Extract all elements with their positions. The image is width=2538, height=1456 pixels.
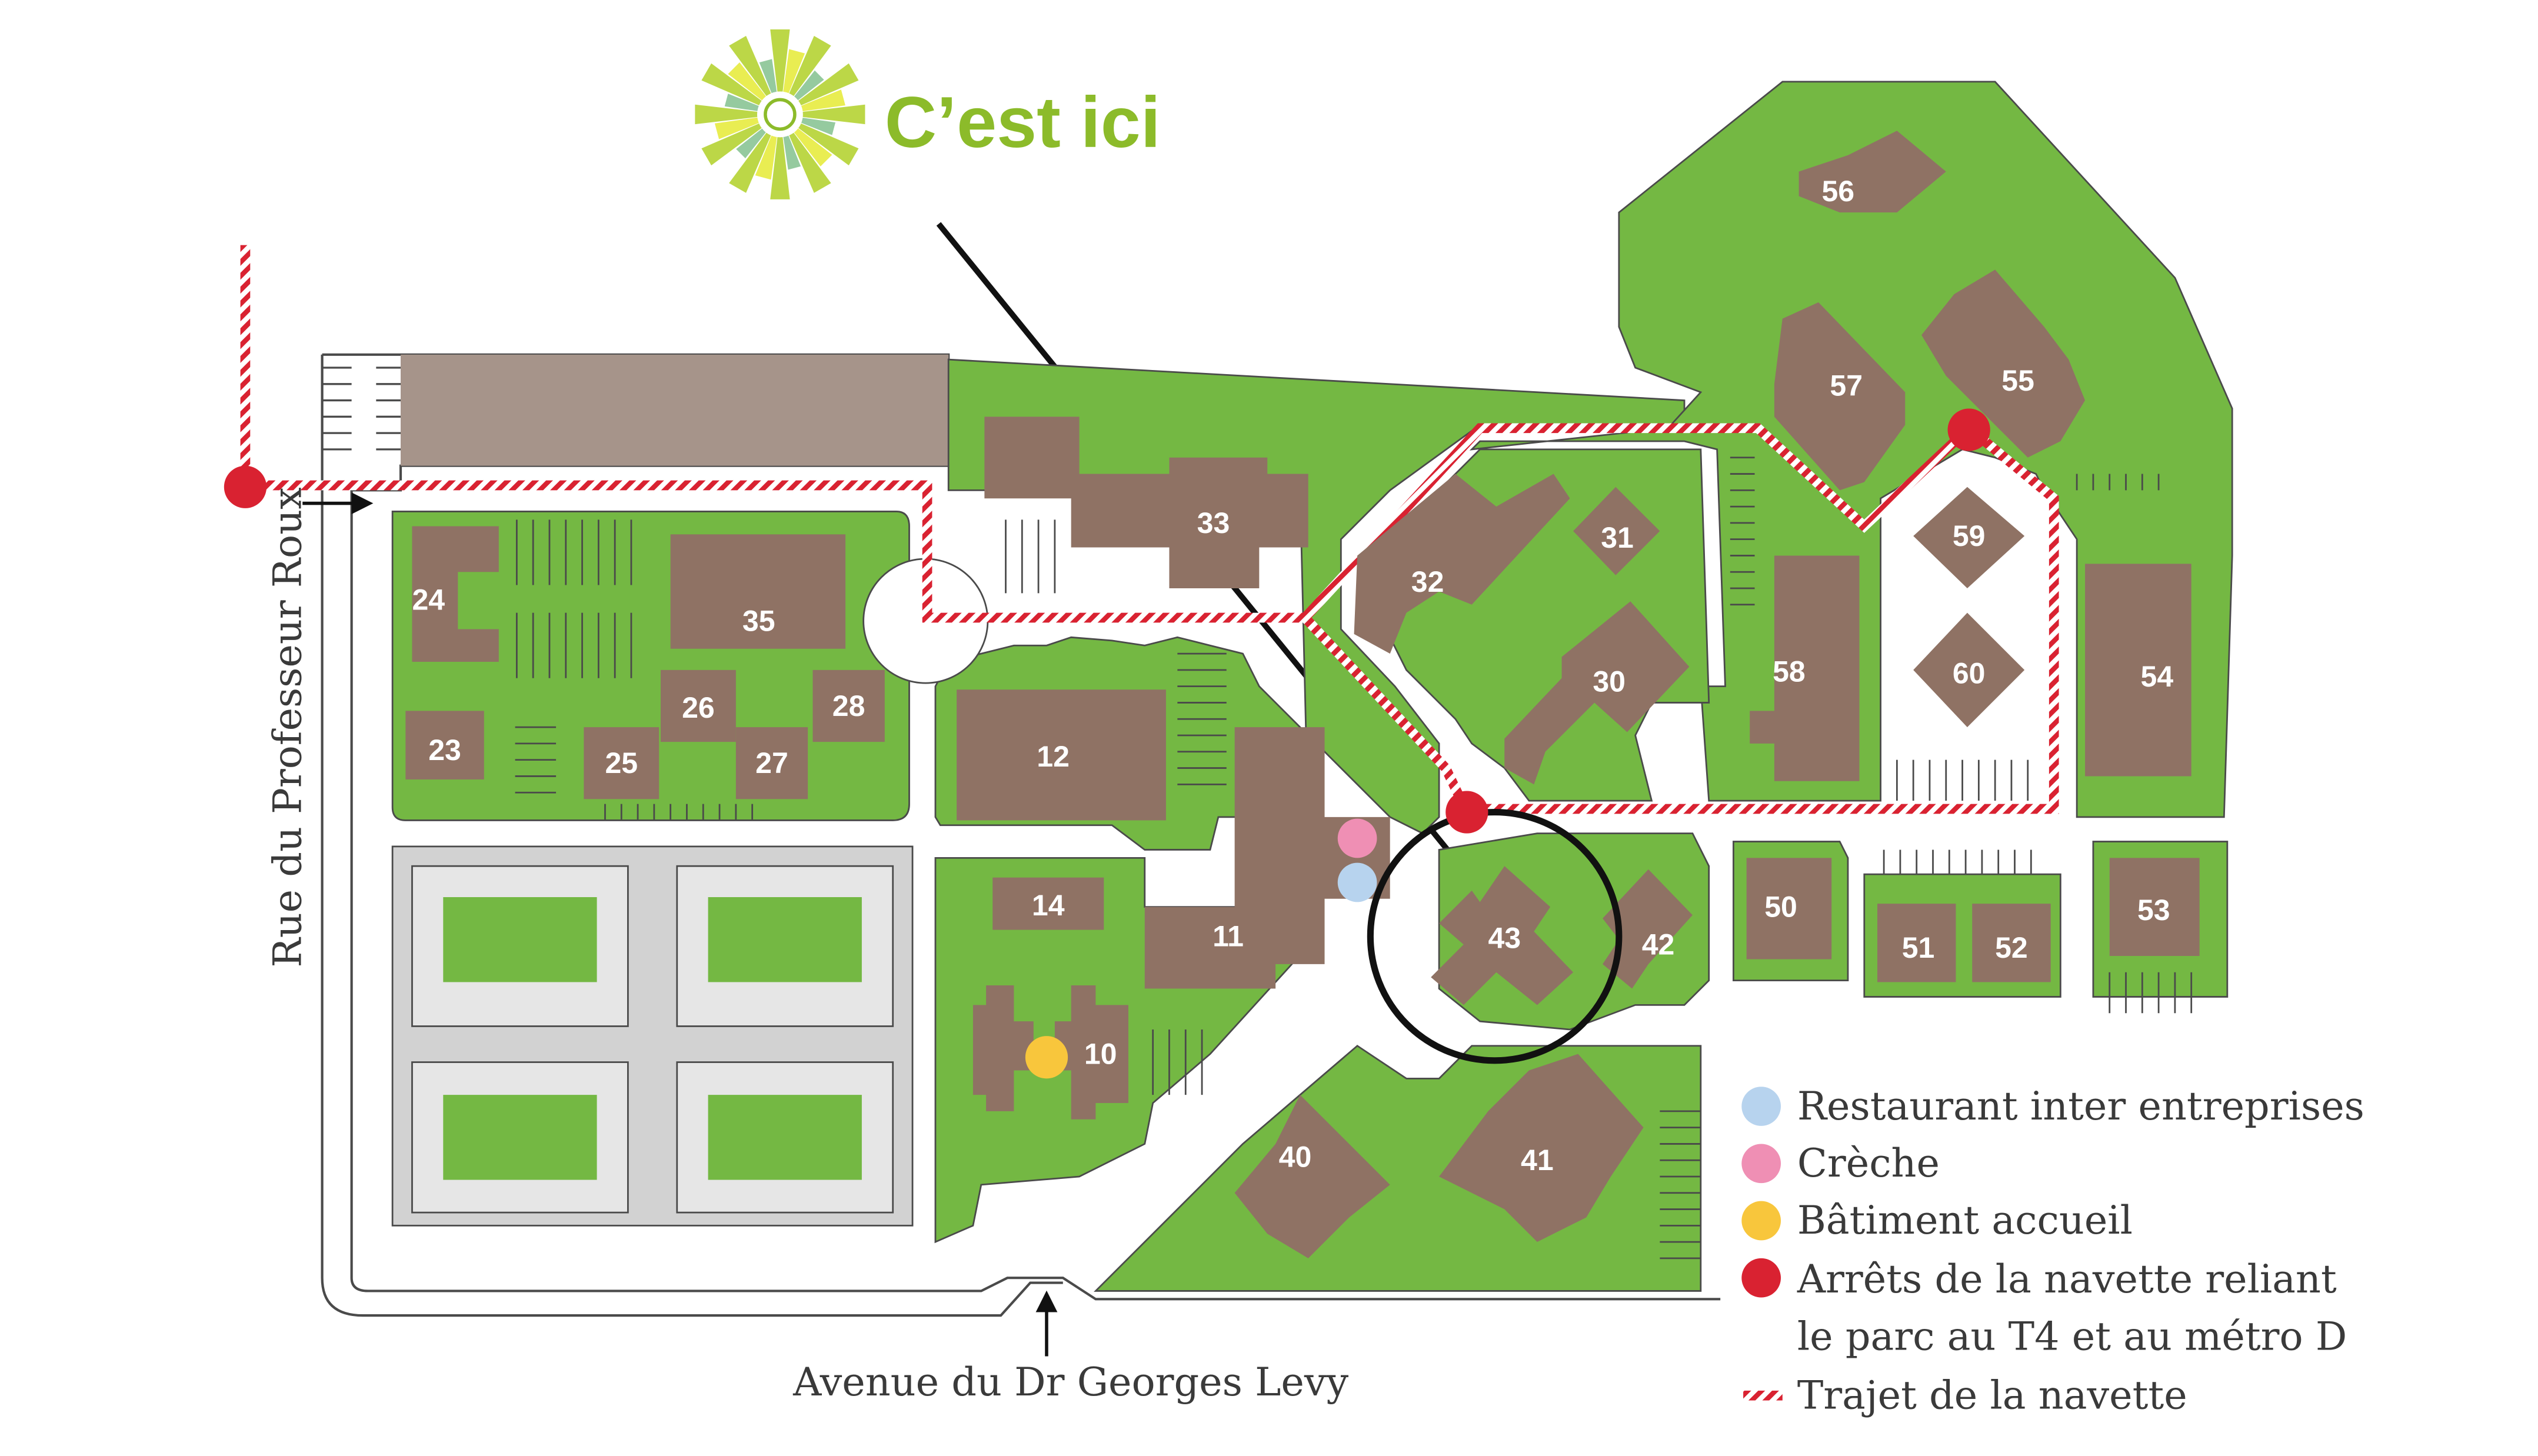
legend-stops-line2: le parc au T4 et au métro D (1797, 1313, 2347, 1359)
building-12-shape (957, 689, 1166, 821)
building-31: 31 (1601, 521, 1634, 554)
building-40: 40 (1279, 1141, 1312, 1174)
logo-text: C’est ici (885, 82, 1161, 162)
building-57-shape (1774, 302, 1906, 491)
legend-restaurant-label: Restaurant inter entreprises (1797, 1083, 2364, 1129)
legend-creche-label: Crèche (1797, 1140, 1940, 1186)
building-60-shape (1913, 612, 2025, 728)
building-56-shape (1798, 131, 1946, 213)
left-parking (322, 367, 401, 451)
building-32-shape (1354, 474, 1570, 654)
building-labels: 24 23 35 26 25 27 28 33 12 14 11 10 32 3… (412, 175, 2173, 1177)
building-24-shape (412, 526, 499, 662)
restaurant-marker[interactable] (1337, 862, 1377, 902)
roads (321, 353, 1721, 1317)
building-23: 23 (428, 734, 461, 767)
shuttle-stop-north[interactable] (1947, 408, 1990, 451)
building-40-shape (1234, 1095, 1390, 1258)
building-42: 42 (1642, 928, 1675, 961)
building-24: 24 (412, 583, 445, 616)
building-42-shape (1603, 869, 1693, 989)
building-50: 50 (1764, 891, 1797, 924)
legend: Restaurant inter entreprises Crèche Bâti… (1741, 1083, 2364, 1418)
building-35: 35 (742, 605, 775, 638)
building-56: 56 (1821, 175, 1854, 208)
accueil-marker[interactable] (1025, 1036, 1068, 1079)
building-31-shape (1573, 487, 1660, 575)
shuttle-stop-west[interactable] (224, 465, 267, 508)
building-50-shape (1746, 858, 1832, 959)
buildings-layer (405, 131, 2200, 1258)
building-14-shape (992, 877, 1104, 930)
building-43-shape (1431, 866, 1574, 1005)
building-41: 41 (1521, 1144, 1554, 1177)
building-52: 52 (1995, 931, 2028, 964)
legend-stops-swatch (1741, 1258, 1781, 1298)
building-55: 55 (2001, 364, 2034, 397)
legend-accueil-swatch (1741, 1201, 1781, 1241)
building-52-shape (1972, 904, 2051, 982)
logo: C’est ici (695, 29, 1161, 199)
building-26-shape (660, 669, 736, 742)
building-11-shape (1144, 727, 1390, 989)
building-43: 43 (1488, 921, 1521, 954)
creche-marker[interactable] (1337, 818, 1377, 858)
building-33: 33 (1197, 507, 1230, 539)
building-14: 14 (1032, 889, 1065, 922)
street-left-label: Rue du Professeur Roux (264, 487, 310, 967)
legend-route-swatch (1743, 1390, 1783, 1401)
street-bottom-label: Avenue du Dr Georges Levy (792, 1359, 1348, 1405)
building-12: 12 (1037, 740, 1070, 773)
shuttle-stop-center[interactable] (1445, 791, 1488, 834)
building-58: 58 (1773, 655, 1806, 688)
building-27: 27 (755, 747, 788, 779)
building-11: 11 (1213, 920, 1244, 953)
building-30: 30 (1593, 665, 1626, 698)
building-55-shape (1921, 269, 2086, 458)
building-51: 51 (1902, 931, 1935, 964)
building-58-shape (1750, 555, 1860, 781)
building-30-shape (1504, 601, 1690, 785)
sports-fields (391, 845, 914, 1227)
parking-stripes (515, 457, 2193, 1260)
shuttle-route (240, 245, 2059, 814)
building-25-shape (584, 727, 660, 799)
building-51-shape (1877, 904, 1956, 982)
building-59-shape (1913, 487, 2025, 588)
shuttle-stops (224, 408, 1990, 834)
building-26: 26 (682, 691, 715, 724)
building-54-shape (2085, 564, 2191, 777)
building-10: 10 (1084, 1038, 1117, 1071)
legend-stops-line1: Arrêts de la navette reliant (1797, 1256, 2337, 1302)
building-33-shape (984, 417, 1308, 588)
legend-creche-swatch (1741, 1144, 1781, 1184)
building-10-shape (972, 985, 1128, 1120)
legend-route-label: Trajet de la navette (1797, 1372, 2187, 1418)
building-53-shape (2109, 858, 2200, 956)
legend-accueil-label: Bâtiment accueil (1797, 1197, 2133, 1243)
building-41-shape (1439, 1054, 1644, 1242)
legend-restaurant-swatch (1741, 1087, 1781, 1126)
building-59: 59 (1953, 519, 1986, 552)
entrance-arrows (302, 492, 1058, 1357)
land-parcel (401, 354, 949, 466)
building-27-shape (735, 727, 808, 799)
highlight-circle (1367, 808, 1623, 1064)
building-25: 25 (605, 747, 638, 779)
building-57: 57 (1830, 369, 1863, 402)
building-32: 32 (1411, 565, 1444, 598)
building-28-shape (812, 669, 885, 742)
poi-markers (1025, 818, 1377, 1079)
building-53: 53 (2137, 894, 2170, 927)
sunburst-logo-icon (695, 29, 865, 199)
building-23-shape (405, 711, 484, 779)
building-54: 54 (2141, 660, 2174, 693)
building-35-shape (670, 534, 846, 649)
building-28: 28 (832, 689, 865, 722)
building-60: 60 (1953, 657, 1986, 689)
